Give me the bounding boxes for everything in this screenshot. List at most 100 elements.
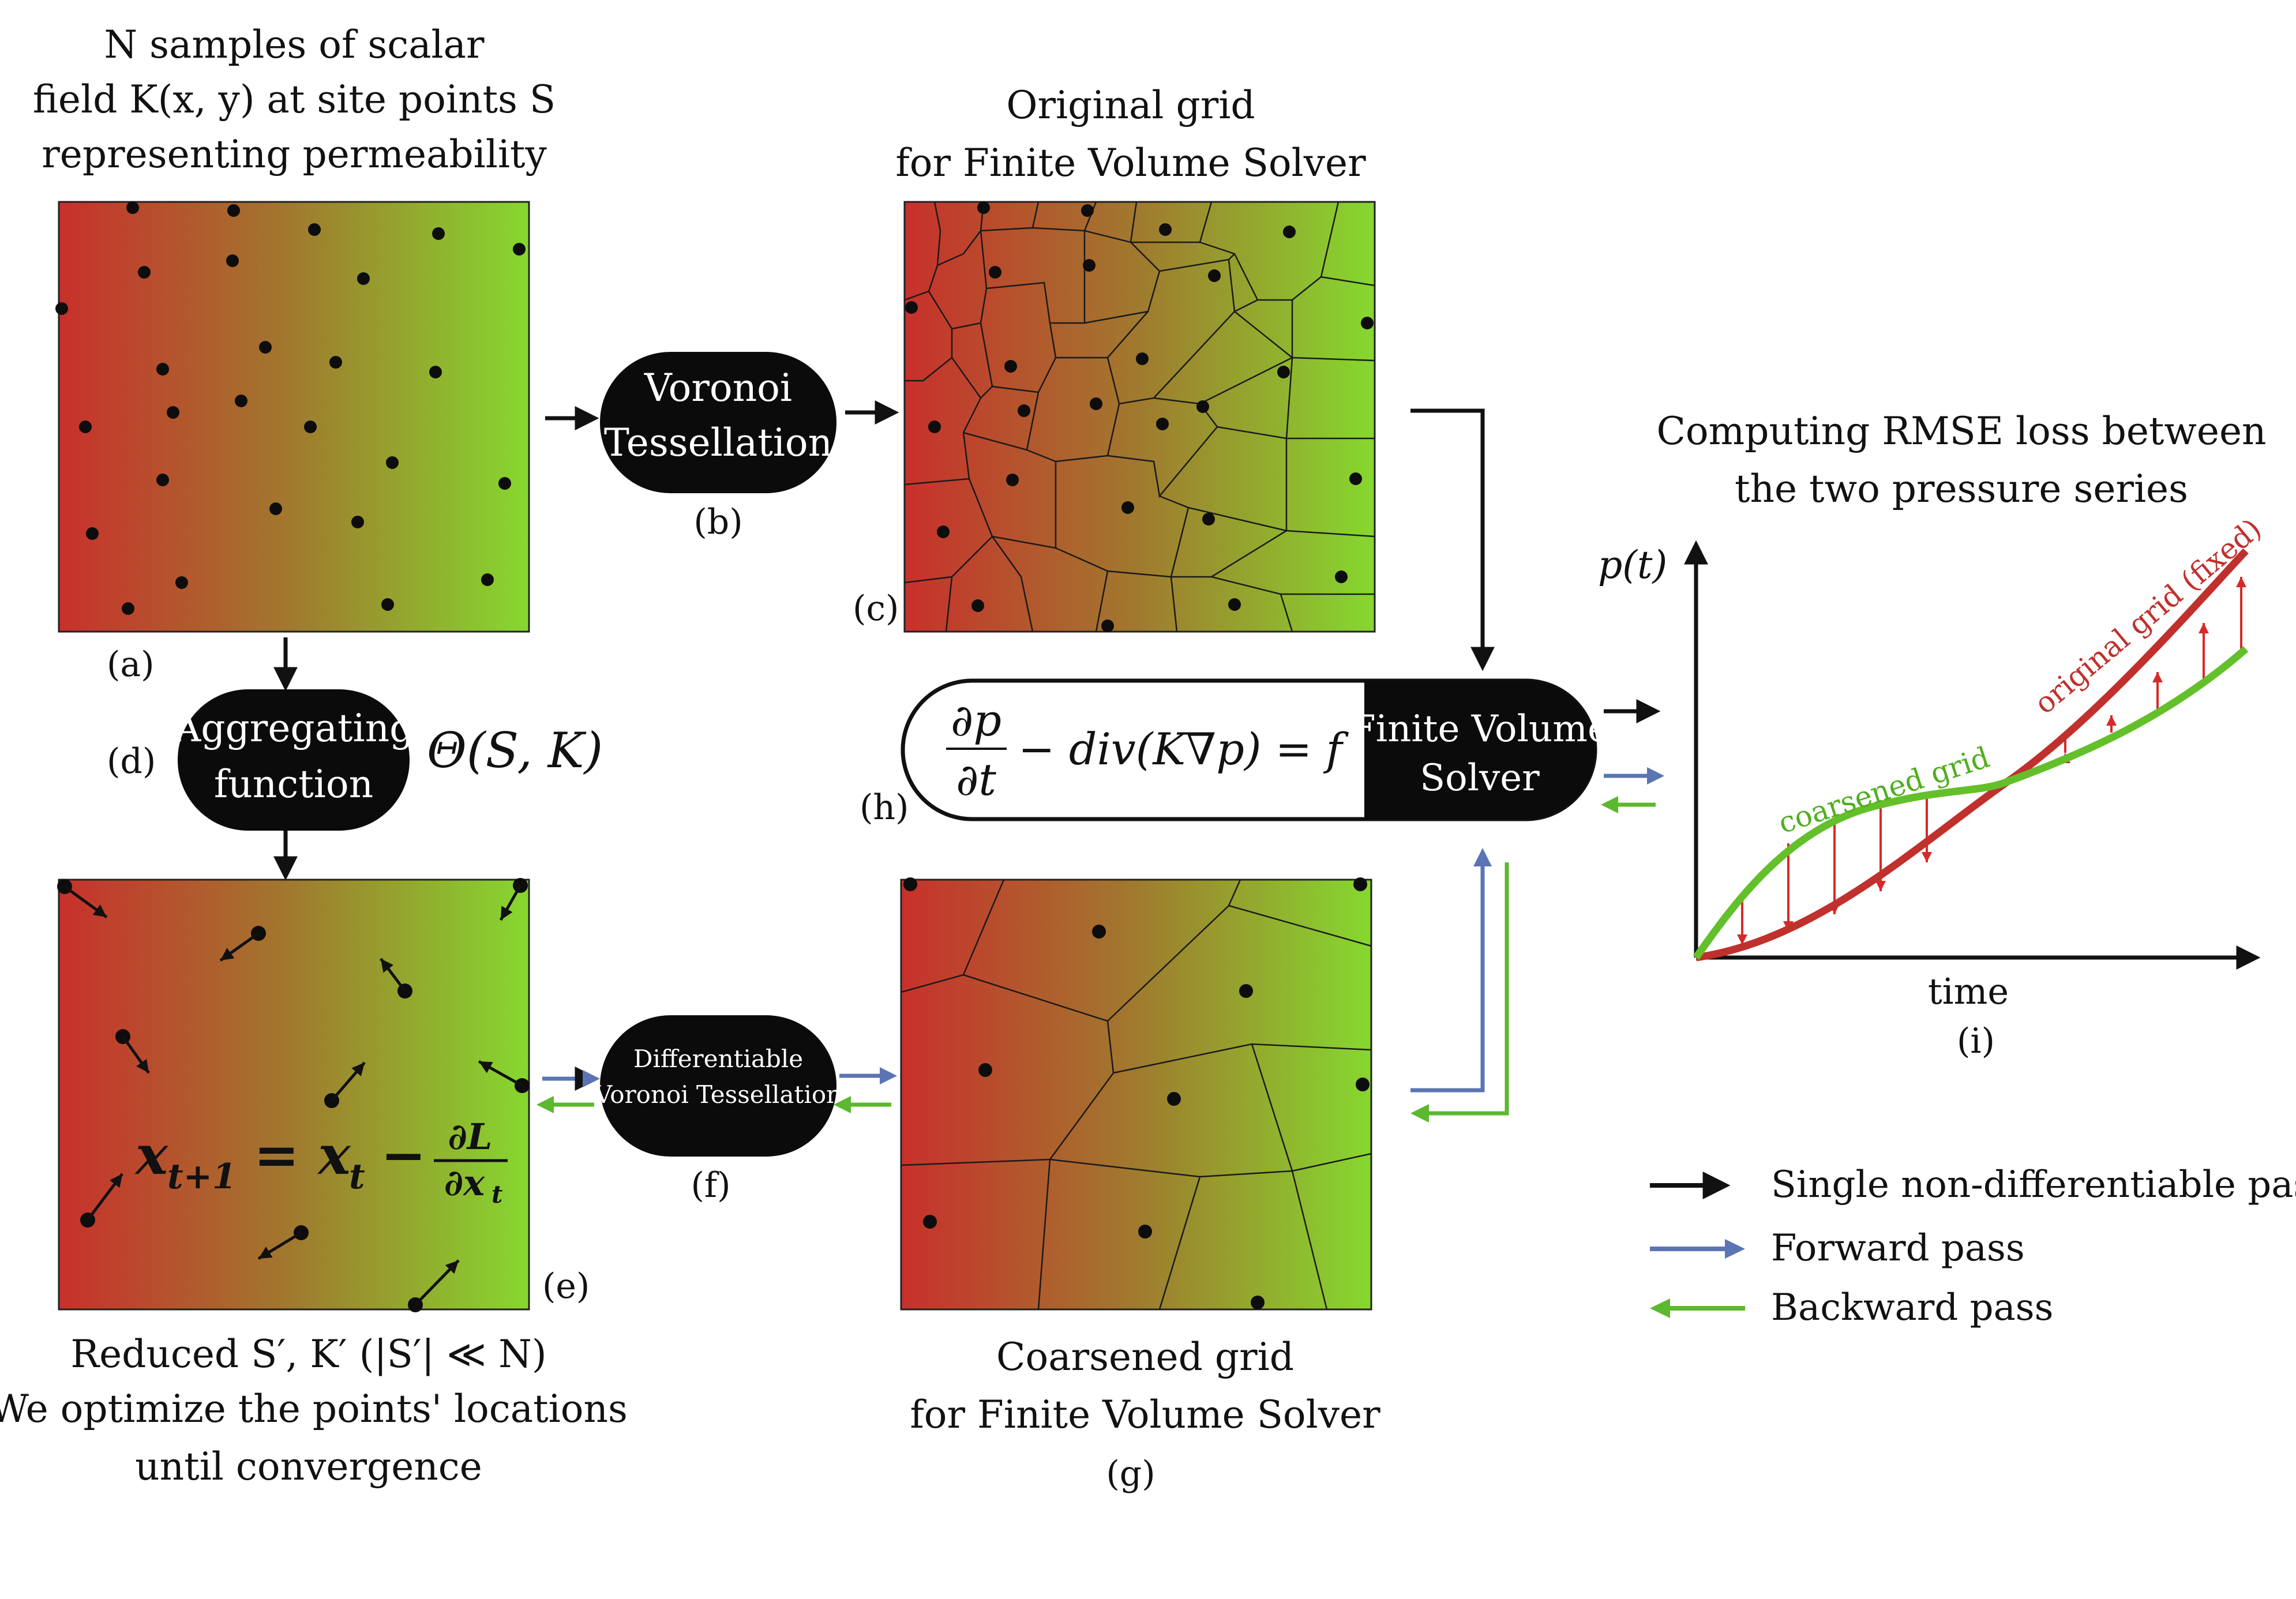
panel-h: Finite Volume Solver ∂p ∂t − div(K∇p) = … (860, 678, 1610, 828)
site-point (1208, 269, 1221, 282)
pde-frac-num: ∂p (951, 695, 1001, 746)
displacement-arrow-head (220, 948, 235, 960)
panel-e-label: (e) (542, 1266, 590, 1307)
solver-backward-in (1601, 796, 1656, 813)
site-point (55, 302, 68, 315)
backward-head-g-f (834, 1096, 851, 1113)
panel-c: Original grid for Finite Volume Solver (853, 83, 1376, 633)
panel-d-label: (d) (107, 741, 156, 782)
panel-c-title-2: for Finite Volume Solver (895, 141, 1366, 185)
site-point (122, 602, 134, 615)
aggregating-pill-line2: function (214, 762, 373, 806)
panel-g-label: (g) (1106, 1454, 1155, 1494)
site-point (227, 204, 240, 217)
site-point (235, 395, 247, 407)
legend: Single non-differentiable pass Forward p… (1650, 1163, 2296, 1329)
forward-head (1647, 767, 1664, 785)
legend-single-label: Single non-differentiable pass (1771, 1163, 2296, 1206)
site-point (429, 366, 442, 378)
error-arrow-head (1737, 934, 1747, 945)
site-point (138, 266, 151, 279)
site-points-a (55, 201, 526, 615)
permeability-field-a (58, 201, 530, 633)
site-point (1356, 1078, 1370, 1091)
update-lhs-sub: t+1 (167, 1157, 237, 1197)
site-point (1251, 1296, 1265, 1309)
coarsened-voronoi-edges (901, 879, 1372, 1310)
site-point (357, 272, 370, 285)
panel-b: Voronoi Tessellation (b) (600, 352, 836, 542)
forward-link-head (1473, 848, 1492, 866)
voronoi-pill (600, 352, 836, 493)
site-point (381, 598, 394, 611)
x-axis-label: time (1928, 970, 2009, 1012)
site-point (1138, 1225, 1152, 1238)
panel-c-title-1: Original grid (1006, 83, 1255, 127)
reduced-points-field (58, 879, 530, 1311)
site-point (1349, 472, 1362, 485)
site-point (1092, 925, 1106, 939)
panel-b-label: (b) (693, 502, 742, 542)
original-grid-field (903, 201, 1376, 633)
site-point (1081, 204, 1094, 217)
voronoi-pill-line2: Tessellation (604, 421, 832, 465)
site-point (351, 516, 364, 528)
diff-voronoi-pill (600, 1015, 836, 1157)
solver-pill-left (1364, 681, 1434, 819)
site-point (1196, 400, 1209, 413)
backward-head (1601, 796, 1618, 813)
site-point (928, 421, 941, 433)
site-point (386, 456, 399, 469)
site-point (1353, 877, 1367, 891)
solver-line1: Finite Volume (1350, 708, 1610, 750)
site-point (1083, 259, 1096, 272)
update-eq-sub: t (349, 1157, 365, 1197)
error-arrow-head (2236, 577, 2246, 587)
aggregating-pill-line1: Aggregating (173, 706, 414, 750)
panel-e: x t+1 = x t − ∂L ∂x t (e) Reduced S′, K′… (0, 878, 628, 1489)
legend-forward-label: Forward pass (1771, 1227, 2025, 1270)
original-curve-label: original grid (fixed) (2028, 512, 2268, 720)
diff-voronoi-line2: Voronoi Tessellation (594, 1080, 842, 1109)
update-lhs: x (134, 1124, 168, 1187)
panel-g-title-2: for Finite Volume Solver (910, 1392, 1380, 1437)
y-axis-label: p(t) (1598, 543, 1667, 587)
legend-backward-label: Backward pass (1771, 1286, 2053, 1329)
displacement-arrow-head (381, 959, 393, 973)
voronoi-pill-line1: Voronoi (644, 366, 792, 410)
site-point (1018, 404, 1030, 417)
site-point (481, 573, 494, 586)
panel-a-caption-3: representing permeability (42, 132, 547, 177)
site-point (259, 341, 272, 354)
displacement-arrow-head (92, 904, 107, 917)
site-point (304, 421, 317, 433)
panel-i: Computing RMSE loss between the two pres… (1598, 409, 2268, 1061)
update-frac-den-sub: t (492, 1180, 502, 1208)
panel-e-caption-2: We optimize the points' locations (0, 1387, 628, 1431)
panel-f: Differentiable Voronoi Tessellation (f) (594, 1015, 842, 1206)
site-point (329, 356, 342, 369)
backward-link-head (1410, 1104, 1429, 1123)
pde-equation: − div(K∇p) = f (1018, 723, 1349, 775)
site-point (937, 526, 950, 538)
site-point (977, 201, 990, 214)
site-point (126, 201, 139, 214)
site-point (1167, 1092, 1181, 1106)
original-voronoi-edges (904, 201, 1375, 632)
site-point (1121, 501, 1134, 514)
displacement-arrow-head (110, 1174, 122, 1188)
forward-head-e-f (583, 1070, 600, 1087)
site-point (156, 474, 169, 486)
panel-e-caption-3: until convergence (135, 1444, 482, 1489)
panel-a-label: (a) (107, 644, 155, 685)
update-frac-num: ∂L (448, 1116, 493, 1158)
coarsened-grid-curve (1693, 646, 2249, 960)
site-point (978, 1063, 992, 1077)
site-point (513, 243, 526, 256)
update-frac-den: ∂x (444, 1162, 485, 1204)
legend-forward-head (1725, 1239, 1745, 1259)
panel-f-label: (f) (691, 1165, 730, 1206)
panel-a-caption-2: field K(x, y) at site points S (33, 77, 556, 122)
moving-points-e (57, 878, 530, 1312)
site-point (1090, 397, 1102, 410)
